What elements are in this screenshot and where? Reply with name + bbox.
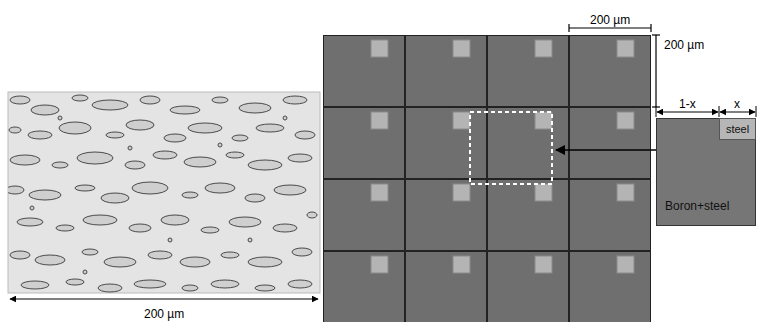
label-anchor: x — [732, 94, 742, 112]
periodic-grid — [323, 35, 651, 322]
label-anchor: 1-x — [677, 94, 698, 112]
unit-cell-box: Boron+steel steel — [656, 118, 756, 226]
pointer-arrow — [556, 149, 656, 151]
scale-bar — [10, 299, 318, 300]
dimension-label: x — [732, 97, 742, 111]
region-label: steel — [726, 123, 749, 136]
steel-inclusion-box: steel — [719, 118, 756, 140]
scale-bar — [652, 35, 660, 107]
micrograph — [6, 92, 320, 293]
scale-label: 200 µm — [142, 307, 186, 321]
scale-label: 200 µm — [662, 38, 706, 52]
dimension-label: 1-x — [677, 97, 698, 111]
unit-cell-outline — [470, 112, 552, 184]
region-label: Boron+steel — [665, 199, 729, 213]
scale-label: 200 µm — [588, 13, 632, 27]
label-anchor: 200 µm — [662, 35, 706, 53]
label-anchor: 200 µm — [142, 304, 186, 322]
label-anchor: 200 µm — [588, 10, 632, 28]
